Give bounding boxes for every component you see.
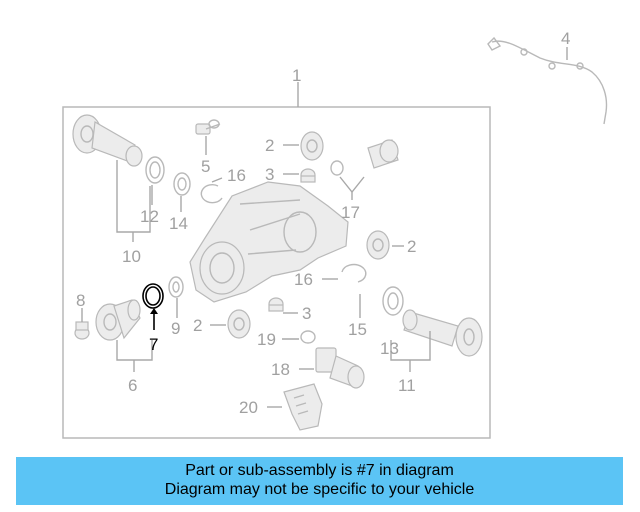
info-banner: Part or sub-assembly is #7 in diagram Di… [16, 457, 623, 505]
lower-bushing [227, 309, 251, 339]
sensor-assembly [330, 139, 399, 176]
assembly-frame [62, 106, 491, 439]
callout-10: 10 [122, 247, 141, 266]
input-drive-flange [95, 299, 141, 341]
upper-snap-ring [200, 184, 223, 204]
callout-2-upper: 2 [265, 136, 274, 155]
exploded-parts-diagram: 1 4 2 3 5 16 12 14 10 17 2 16 8 3 9 2 15… [62, 29, 608, 439]
breather-bolt [195, 119, 221, 135]
callout-3-lower: 3 [302, 304, 311, 323]
right-output-flange [402, 309, 483, 357]
callout-5: 5 [201, 157, 210, 176]
callout-4: 4 [561, 29, 570, 48]
left-ring [173, 172, 191, 196]
callout-15: 15 [348, 320, 367, 339]
callout-16-lower: 16 [294, 270, 313, 289]
small-o-ring [300, 330, 316, 344]
callout-17: 17 [341, 203, 360, 222]
callout-9: 9 [171, 319, 180, 338]
center-ring [168, 276, 184, 298]
callout-2-right: 2 [407, 237, 416, 256]
callout-7: 7 [149, 335, 158, 354]
right-seal [382, 286, 404, 316]
callout-2-lower: 2 [193, 316, 202, 335]
left-seal [145, 156, 165, 184]
callout-20: 20 [239, 398, 258, 417]
callout-13: 13 [380, 339, 399, 358]
left-output-flange [72, 114, 143, 167]
upper-fitting [300, 168, 316, 183]
o-ring-part-7 [142, 283, 164, 309]
callout-3-upper: 3 [265, 165, 274, 184]
small-bolt [74, 321, 90, 340]
banner-line-part-number: Part or sub-assembly is #7 in diagram [185, 462, 454, 479]
callout-8: 8 [76, 291, 85, 310]
lower-fitting [268, 297, 284, 312]
actuator-motor [315, 347, 365, 389]
lower-snap-ring [341, 263, 367, 283]
callout-6: 6 [128, 376, 137, 395]
callout-14: 14 [169, 214, 188, 233]
callout-12: 12 [140, 207, 159, 226]
callout-11: 11 [398, 376, 416, 395]
wiring-harness [487, 36, 608, 125]
callout-19: 19 [257, 330, 276, 349]
upper-bushing [300, 131, 324, 161]
banner-line-disclaimer: Diagram may not be specific to your vehi… [164, 481, 475, 498]
right-bushing [366, 230, 390, 260]
callout-16-upper: 16 [227, 166, 246, 185]
differential-housing [189, 181, 349, 303]
callout-18: 18 [271, 360, 290, 379]
callout-1: 1 [292, 66, 301, 85]
harness-bracket [283, 383, 323, 431]
